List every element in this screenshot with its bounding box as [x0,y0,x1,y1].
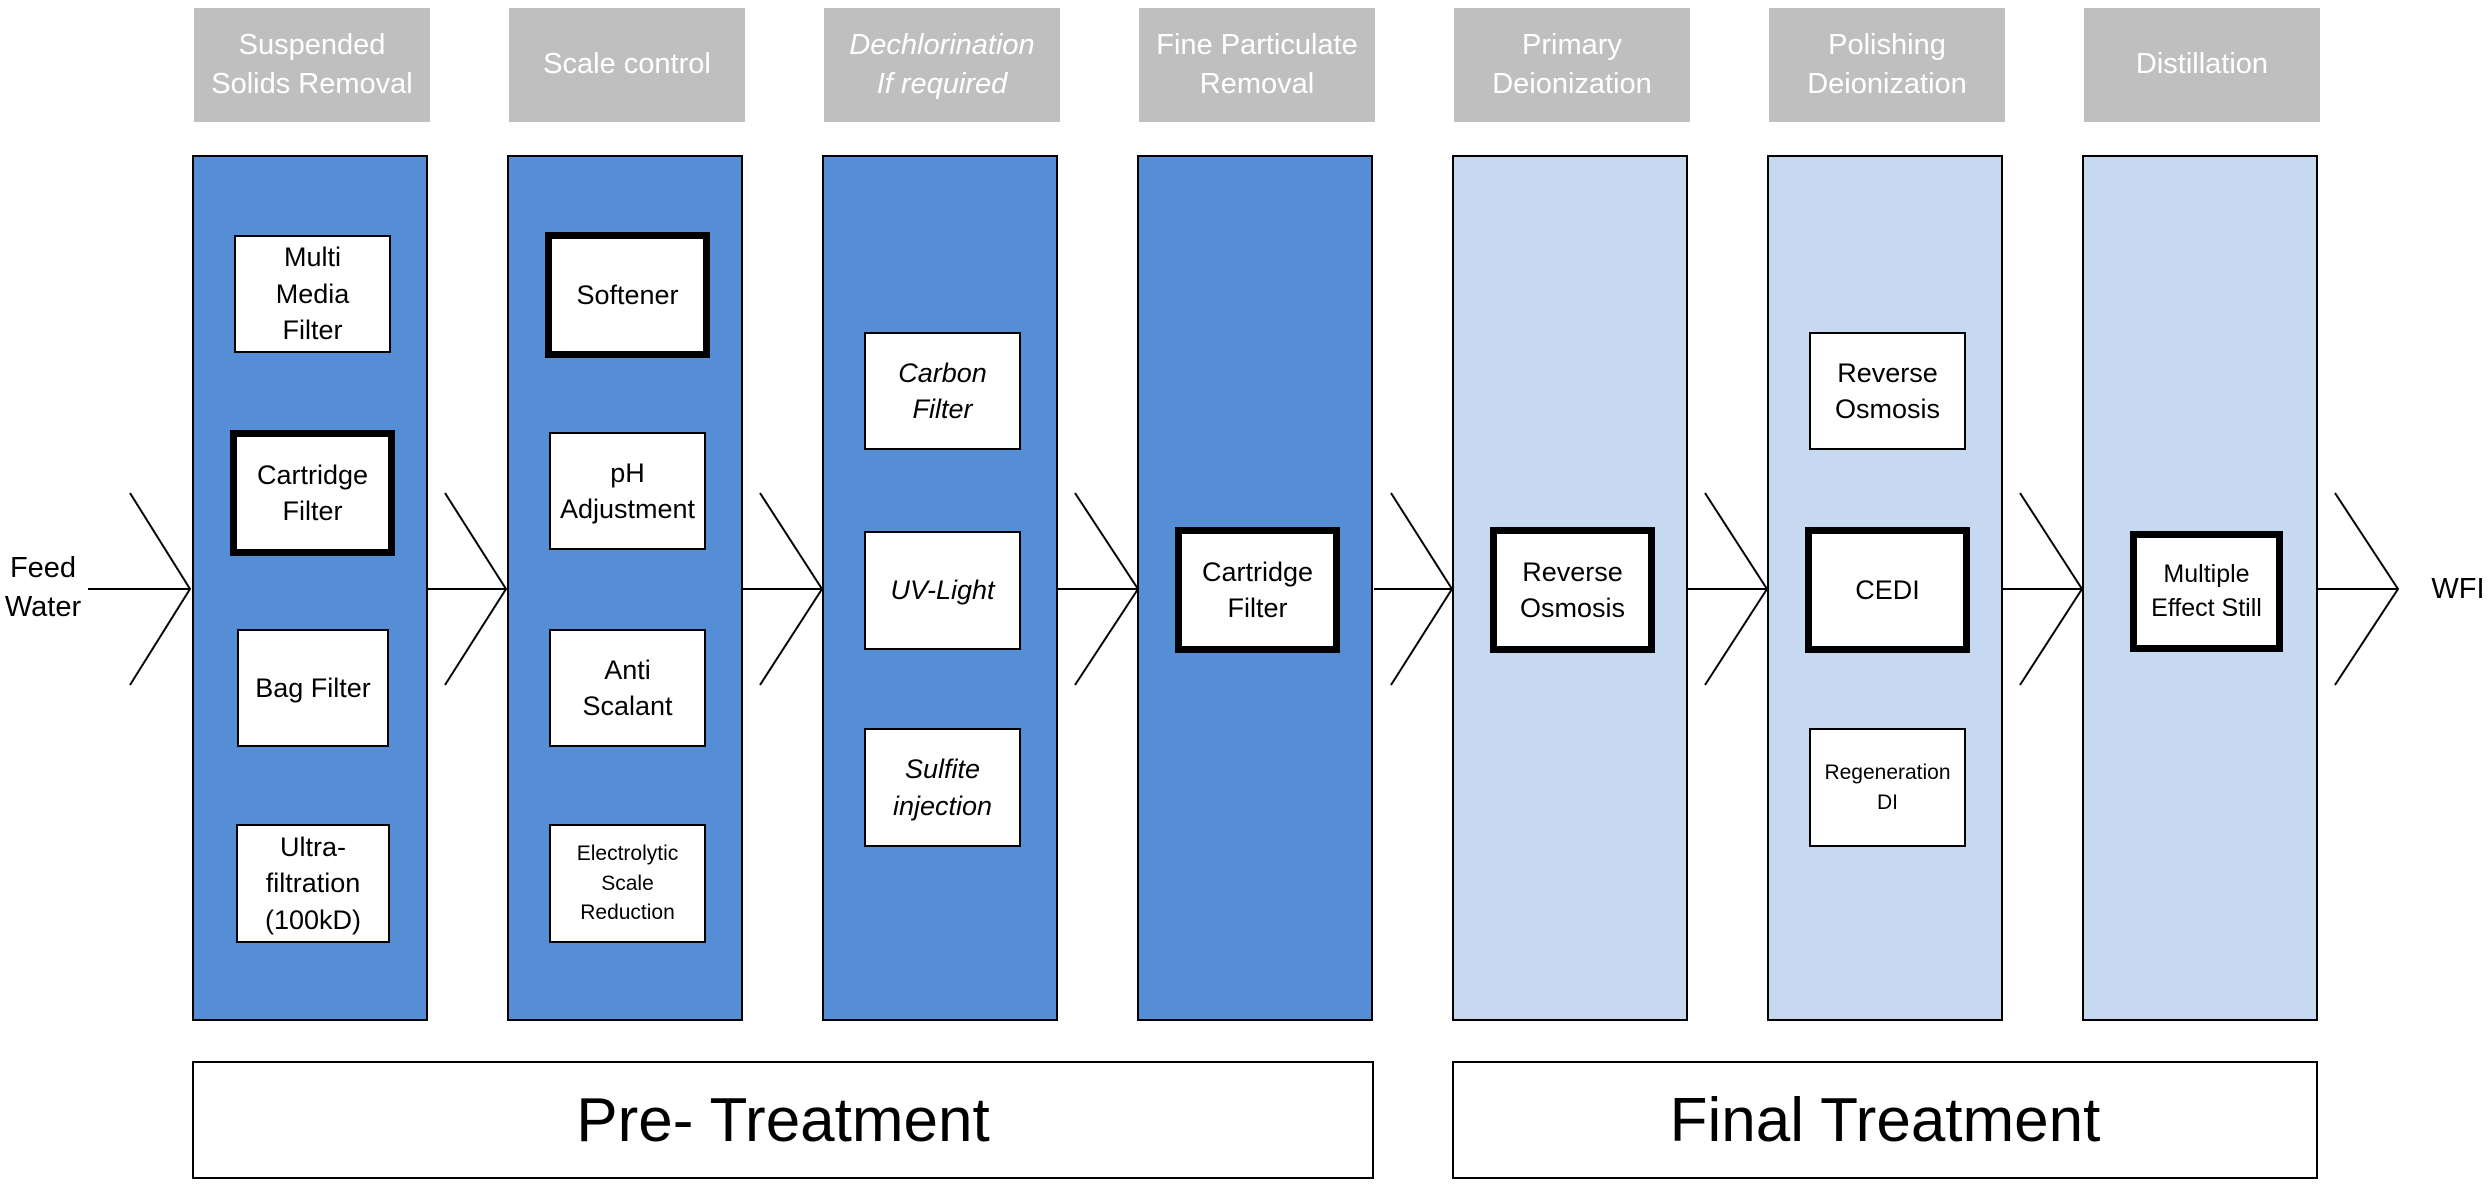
stage-header-scale-control: Scale control [509,8,745,122]
unit-regeneration-di: Regeneration DI [1809,728,1966,847]
stage-column-suspended-solids: Multi Media Filter Cartridge Filter Bag … [192,155,428,1021]
stage-column-fine-particulate: Cartridge Filter [1137,155,1373,1021]
unit-sulfite-injection: Sulfite injection [864,728,1021,847]
stage-header-polishing-deionization: Polishing Deionization [1769,8,2005,122]
unit-electrolytic-scale-reduction: Electrolytic Scale Reduction [549,824,706,943]
stage-column-scale-control: Softener pH Adjustment Anti Scalant Elec… [507,155,743,1021]
unit-multi-media-filter: Multi Media Filter [234,235,391,353]
stage-header-dechlorination: Dechlorination If required [824,8,1060,122]
unit-uv-light: UV-Light [864,531,1021,650]
wfi-label: WFI [2431,573,2485,605]
unit-cartridge-filter: Cartridge Filter [230,430,395,556]
flow-chevron [2334,492,2400,686]
flow-chevron [129,492,192,686]
stage-header-suspended-solids: Suspended Solids Removal [194,8,430,122]
stage-column-dechlorination: Carbon Filter UV-Light Sulfite injection [822,155,1058,1021]
flow-chevron [444,492,508,686]
unit-bag-filter: Bag Filter [237,629,389,747]
stage-header-fine-particulate: Fine Particulate Removal [1139,8,1375,122]
unit-ph-adjustment: pH Adjustment [549,432,706,550]
unit-reverse-osmosis-polishing: Reverse Osmosis [1809,332,1966,450]
feed-water-label: Feed Water [4,552,82,624]
unit-anti-scalant: Anti Scalant [549,629,706,747]
unit-reverse-osmosis-primary: Reverse Osmosis [1490,527,1655,653]
stage-header-primary-deionization: Primary Deionization [1454,8,1690,122]
stage-column-distillation: Multiple Effect Still [2082,155,2318,1021]
unit-softener: Softener [545,232,710,358]
unit-carbon-filter: Carbon Filter [864,332,1021,450]
phase-final-treatment: Final Treatment [1452,1061,2318,1179]
stage-column-polishing-deionization: Reverse Osmosis CEDI Regeneration DI [1767,155,2003,1021]
stage-header-distillation: Distillation [2084,8,2320,122]
unit-cedi: CEDI [1805,527,1970,653]
stage-column-primary-deionization: Reverse Osmosis [1452,155,1688,1021]
unit-cartridge-filter-fine: Cartridge Filter [1175,527,1340,653]
phase-pre-treatment: Pre- Treatment [192,1061,1374,1179]
unit-ultrafiltration: Ultra- filtration (100kD) [236,824,390,943]
unit-multiple-effect-still: Multiple Effect Still [2130,531,2283,652]
